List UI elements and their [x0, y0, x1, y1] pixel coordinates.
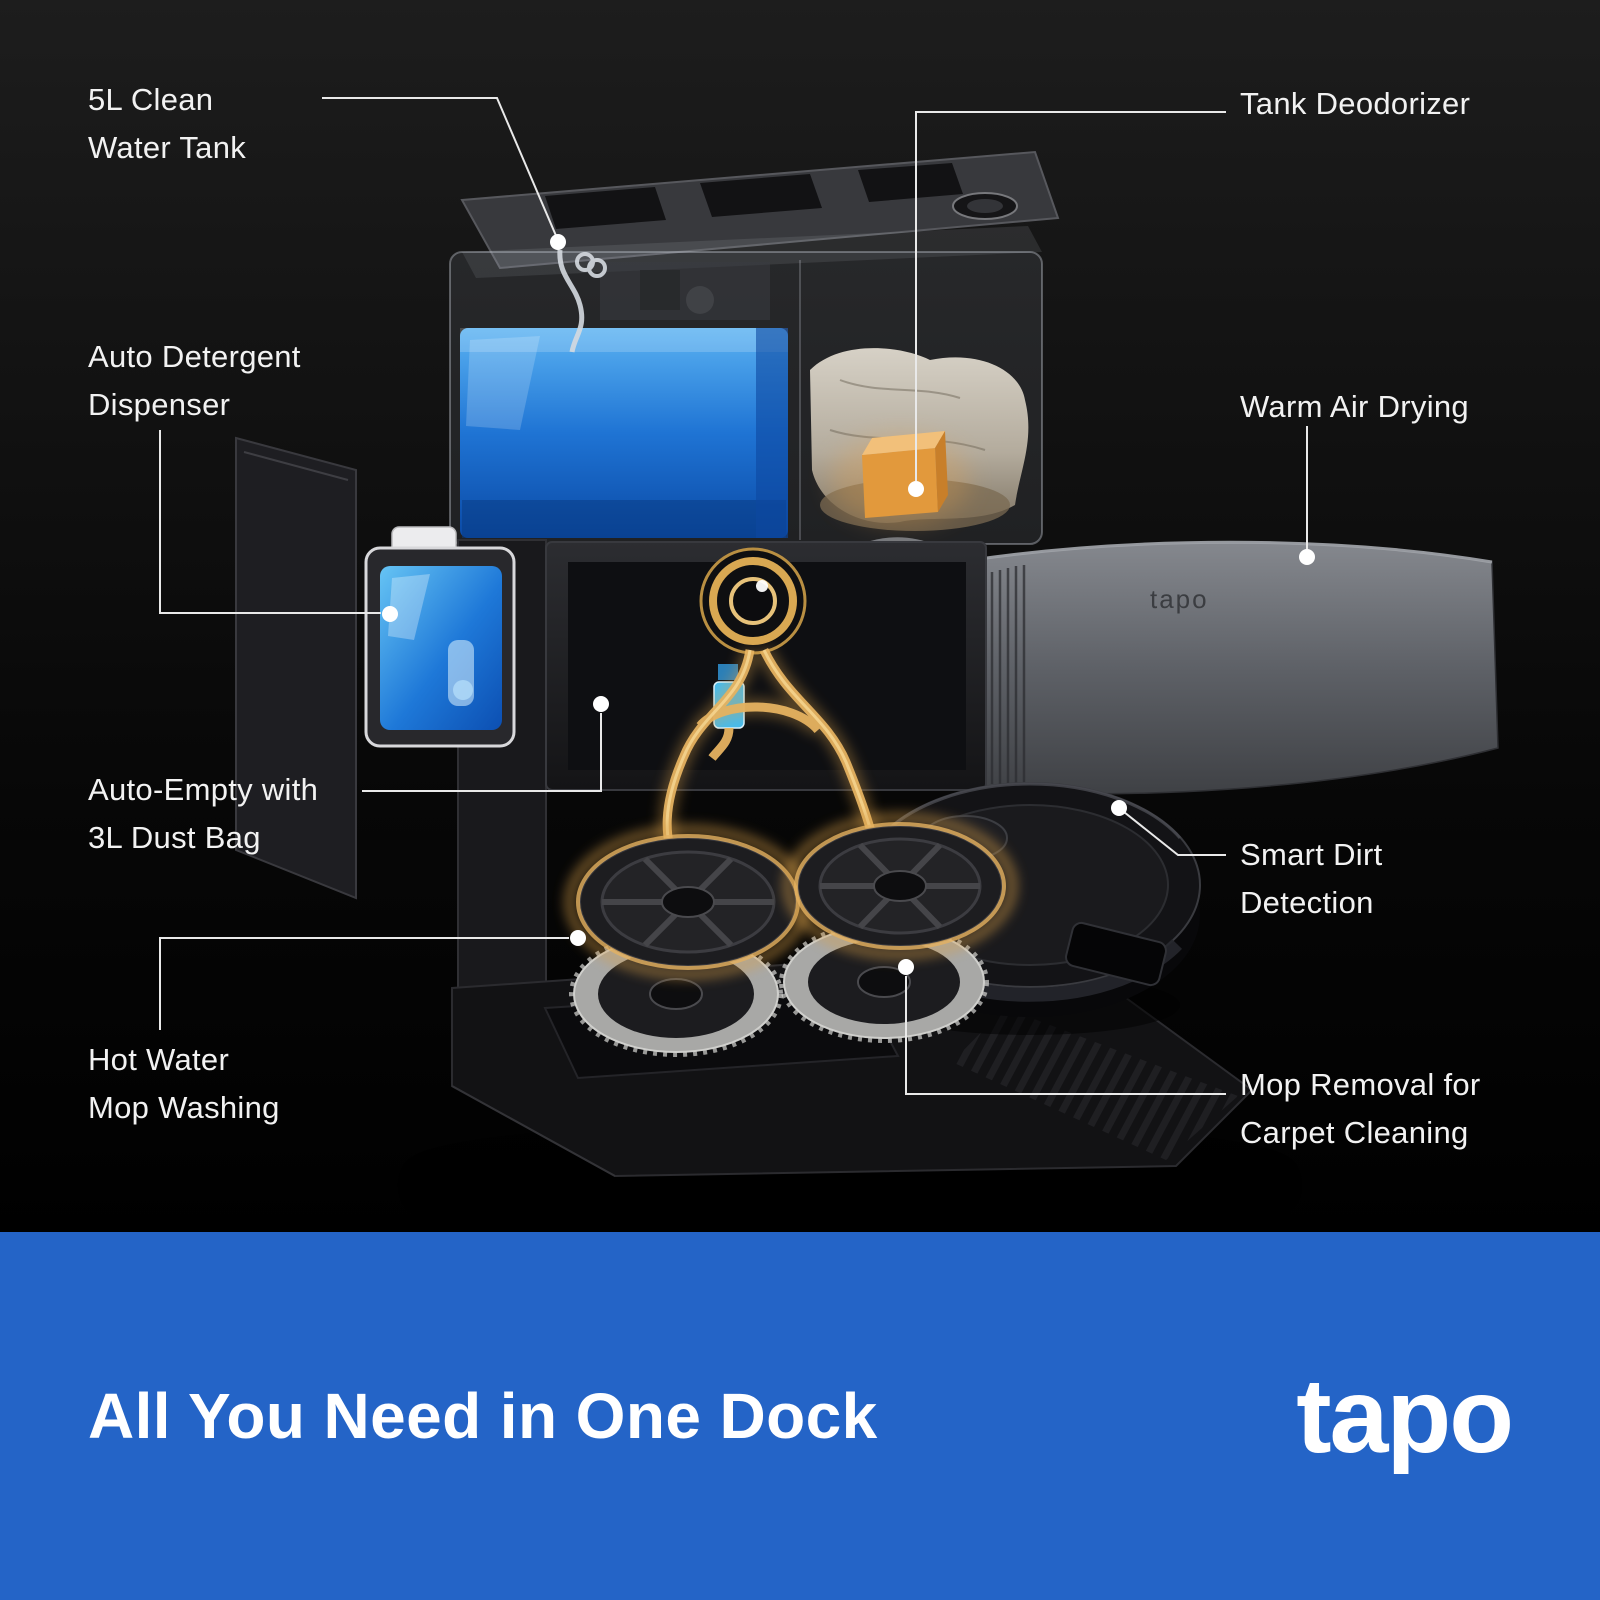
callout-dot-tank-deodorizer — [908, 481, 924, 497]
callout-line-auto-empty — [362, 713, 602, 792]
callout-dot-smart-dirt — [1111, 800, 1127, 816]
label-line: Hot Water — [88, 1042, 230, 1077]
tank-assembly — [449, 226, 1043, 545]
label-line: Warm Air Drying — [1240, 389, 1469, 424]
callout-label-hot-water: Hot Water Mop Washing — [88, 1036, 280, 1132]
label-line: Carpet Cleaning — [1240, 1115, 1469, 1150]
mop-pads — [565, 813, 1017, 1057]
warm-air-pump — [699, 547, 807, 655]
deodorizer-cube — [830, 431, 970, 525]
label-line: Auto-Empty with — [88, 772, 319, 807]
panel-brand-mark: tapo — [1150, 584, 1209, 614]
dirt-sensor-window — [1065, 921, 1167, 987]
callout-label-mop-removal: Mop Removal for Carpet Cleaning — [1240, 1061, 1481, 1157]
callout-label-auto-detergent: Auto Detergent Dispenser — [88, 333, 301, 429]
callout-dot-clean-water-tank — [550, 234, 566, 250]
curved-side-panel: tapo — [971, 540, 1499, 795]
left-door-panel — [235, 436, 357, 900]
callout-label-warm-air-drying: Warm Air Drying — [1240, 383, 1469, 431]
ramp-ribs — [952, 1008, 1238, 1160]
callout-label-auto-empty: Auto-Empty with 3L Dust Bag — [88, 766, 318, 862]
lid-slot — [545, 187, 666, 229]
callout-line-clean-water-tank — [322, 97, 558, 239]
clean-water-tank — [460, 328, 788, 538]
label-line: Auto Detergent — [88, 339, 301, 374]
callout-line-auto-detergent — [159, 430, 381, 614]
callout-dot-auto-empty — [593, 696, 609, 712]
mop-pad-dirty-left — [565, 825, 811, 979]
callout-line-tank-deodorizer — [915, 111, 1226, 481]
lid-slot — [858, 163, 963, 202]
callout-line-mop-removal — [905, 976, 1226, 1095]
banner-headline: All You Need in One Dock — [88, 1380, 878, 1452]
callout-label-smart-dirt: Smart Dirt Detection — [1240, 831, 1383, 927]
label-line: 3L Dust Bag — [88, 820, 261, 855]
callout-dot-hot-water — [570, 930, 586, 946]
bottom-banner: All You Need in One Dock tapo — [0, 1232, 1600, 1600]
label-line: Smart Dirt — [1240, 837, 1383, 872]
callout-dot-warm-air-drying — [1299, 549, 1315, 565]
callout-dots — [382, 234, 1315, 975]
callout-line-smart-dirt — [1123, 811, 1226, 856]
mop-pad-dirty-right — [783, 813, 1017, 959]
callout-lines — [159, 97, 1308, 1095]
detergent-cartridge — [364, 526, 516, 748]
label-line: Water Tank — [88, 130, 247, 165]
callout-label-clean-water-tank: 5L Clean Water Tank — [88, 76, 246, 172]
callout-dot-auto-detergent — [382, 606, 398, 622]
label-line: Detection — [1240, 885, 1374, 920]
callout-line-hot-water — [159, 937, 569, 1030]
water-tube — [557, 249, 607, 353]
callout-dot-mop-removal — [898, 959, 914, 975]
tapo-logo: tapo — [1296, 1356, 1514, 1475]
callout-label-tank-deodorizer: Tank Deodorizer — [1240, 80, 1470, 128]
dock-lid — [460, 150, 1060, 270]
label-line: Mop Removal for — [1240, 1067, 1481, 1102]
label-line: Dispenser — [88, 387, 231, 422]
label-line: 5L Clean — [88, 82, 214, 117]
label-line: Mop Washing — [88, 1090, 280, 1125]
label-line: Tank Deodorizer — [1240, 86, 1471, 121]
lid-slot — [700, 174, 822, 217]
